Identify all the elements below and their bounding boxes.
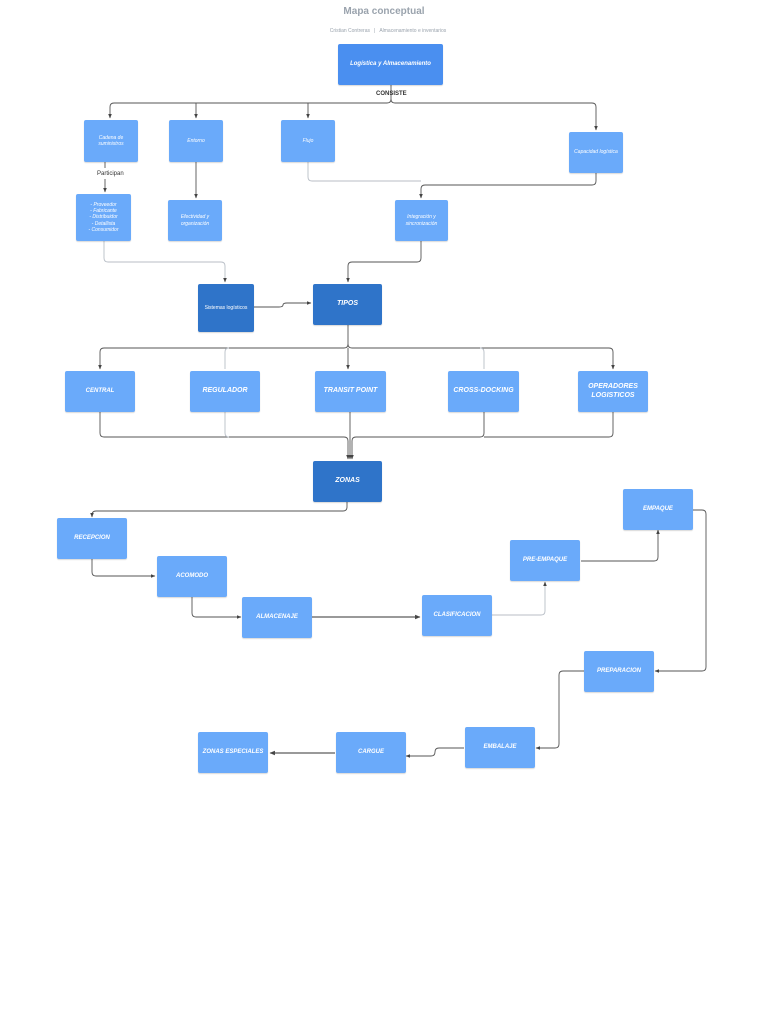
subtitle-separator: | xyxy=(374,28,376,34)
node-preparacion[interactable]: PREPARACION xyxy=(584,651,654,692)
edge-embalaje-cargue xyxy=(405,747,464,758)
edge-acomodo-almacenaje xyxy=(191,597,242,619)
edge-capacidad-integracion xyxy=(419,173,597,199)
edge-cross-zonas xyxy=(350,412,485,460)
edge-root-capacidad xyxy=(390,98,598,131)
edge-central-zonas xyxy=(99,412,350,460)
node-pre-empaque[interactable]: PRE-EMPAQUE xyxy=(510,540,580,581)
edge-root-cadena xyxy=(108,85,392,119)
node-logistica-almacenamiento[interactable]: Logística y Almacenamiento xyxy=(338,44,443,85)
edge-clasificacion-pre-empaque xyxy=(492,581,547,616)
node-integracion-sincronizacion[interactable]: Integración y sincronización xyxy=(395,200,448,241)
edge-participantes-sistemas xyxy=(103,241,227,283)
edge-sistemas-tipos xyxy=(254,301,312,308)
edge-regulador-tipos xyxy=(224,347,230,369)
node-capacidad-logistica[interactable]: Capacidad logística xyxy=(569,132,623,173)
node-regulador[interactable]: REGULADOR xyxy=(190,371,260,412)
node-entorno[interactable]: Entorno xyxy=(169,120,223,162)
node-zonas[interactable]: ZONAS xyxy=(313,461,382,502)
edge-pre-empaque-empaque xyxy=(581,529,660,562)
edge-label-participan: Participan xyxy=(97,171,124,177)
node-central[interactable]: CENTRAL xyxy=(65,371,135,412)
node-empaque[interactable]: EMPAQUE xyxy=(623,489,693,530)
node-efectividad-organizacion[interactable]: Efectividad y organización xyxy=(168,200,222,241)
node-transit-point[interactable]: TRANSIT POINT xyxy=(315,371,386,412)
node-acomodo[interactable]: ACOMODO xyxy=(157,556,227,597)
node-zonas-especiales[interactable]: ZONAS ESPECIALES xyxy=(198,732,268,773)
topic-name: Almacenamiento e inventarios xyxy=(379,28,447,34)
edge-empaque-preparacion xyxy=(654,509,707,673)
node-cargue[interactable]: CARGUE xyxy=(336,732,406,773)
edge-cross-tipos xyxy=(479,347,485,369)
node-sistemas-logisticos[interactable]: Sistemas logísticos xyxy=(198,284,254,332)
node-flujo[interactable]: Flujo xyxy=(281,120,335,162)
node-tipos[interactable]: TIPOS xyxy=(313,284,382,325)
edge-flujo-integracion xyxy=(307,162,421,182)
node-participantes[interactable]: - Proveedor - Fabricante - Distribuidor … xyxy=(76,194,131,241)
node-operadores-logisticos[interactable]: OPERADORES LOGISTICOS xyxy=(578,371,648,412)
author-name: Cristian Contreras xyxy=(329,28,370,34)
node-almacenaje[interactable]: ALMACENAJE xyxy=(242,597,312,638)
node-embalaje[interactable]: EMBALAJE xyxy=(465,727,535,768)
edge-recepcion-acomodo xyxy=(91,559,156,578)
edge-label-consiste: CONSISTE xyxy=(376,91,407,97)
edge-tipos-operadores xyxy=(347,343,615,370)
edge-operadores-zonas xyxy=(484,412,614,438)
edge-preparacion-embalaje xyxy=(535,670,584,750)
edge-zonas-recepcion xyxy=(90,502,348,518)
node-recepcion[interactable]: RECEPCION xyxy=(57,518,127,559)
node-clasificacion[interactable]: CLASIFICACION xyxy=(422,595,492,636)
edge-regulador-zonas xyxy=(224,412,230,438)
page-title: Mapa conceptual xyxy=(343,6,425,17)
edge-integracion-tipos xyxy=(346,241,422,283)
node-cadena-suministros[interactable]: Cadena de suministros xyxy=(84,120,138,162)
page-subtitle: Cristian Contreras |Almacenamiento e inve… xyxy=(0,28,768,34)
node-cross-docking[interactable]: CROSS-DOCKING xyxy=(448,371,519,412)
